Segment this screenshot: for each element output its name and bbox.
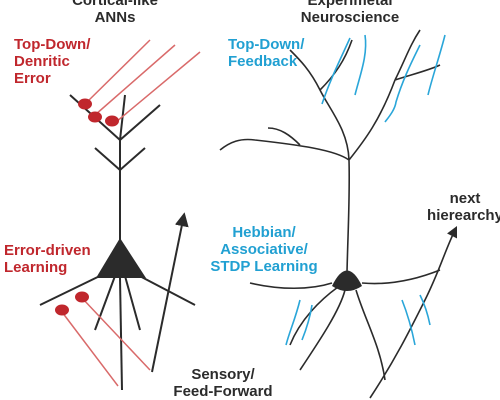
ann-basal-dendrite: [39, 271, 196, 331]
ann-error-synapses-bottom: [55, 291, 151, 387]
bio-soma: [332, 270, 362, 291]
bio-apical-dendrite: [219, 29, 441, 273]
label-hebbian: Hebbian/ Associative/ STDP Learning: [210, 224, 318, 275]
bio-feedback-dendrites: [285, 34, 446, 346]
label-topdown-error: Top-Down/ Denritic Error: [14, 36, 91, 87]
header-right: Experimetal Neuroscience: [300, 0, 400, 26]
ann-neuron: [39, 94, 196, 391]
ann-error-synapses-top: [78, 39, 201, 127]
bio-axon: [369, 225, 458, 399]
label-error-driven: Error-driven Learning: [4, 242, 91, 276]
label-next-hierarchy: next hierearchy: [427, 190, 500, 224]
ann-axon: [119, 277, 123, 391]
label-topdown-feedback: Top-Down/ Feedback: [228, 36, 305, 70]
label-sensory: Sensory/ Feed-Forward: [173, 366, 273, 400]
ann-soma: [96, 238, 146, 278]
header-left: Cortical-like ANNs: [72, 0, 158, 26]
bio-neuron: [219, 29, 458, 399]
bio-basal-dendrite: [249, 269, 441, 381]
ann-feedforward-arrow: [151, 212, 189, 373]
